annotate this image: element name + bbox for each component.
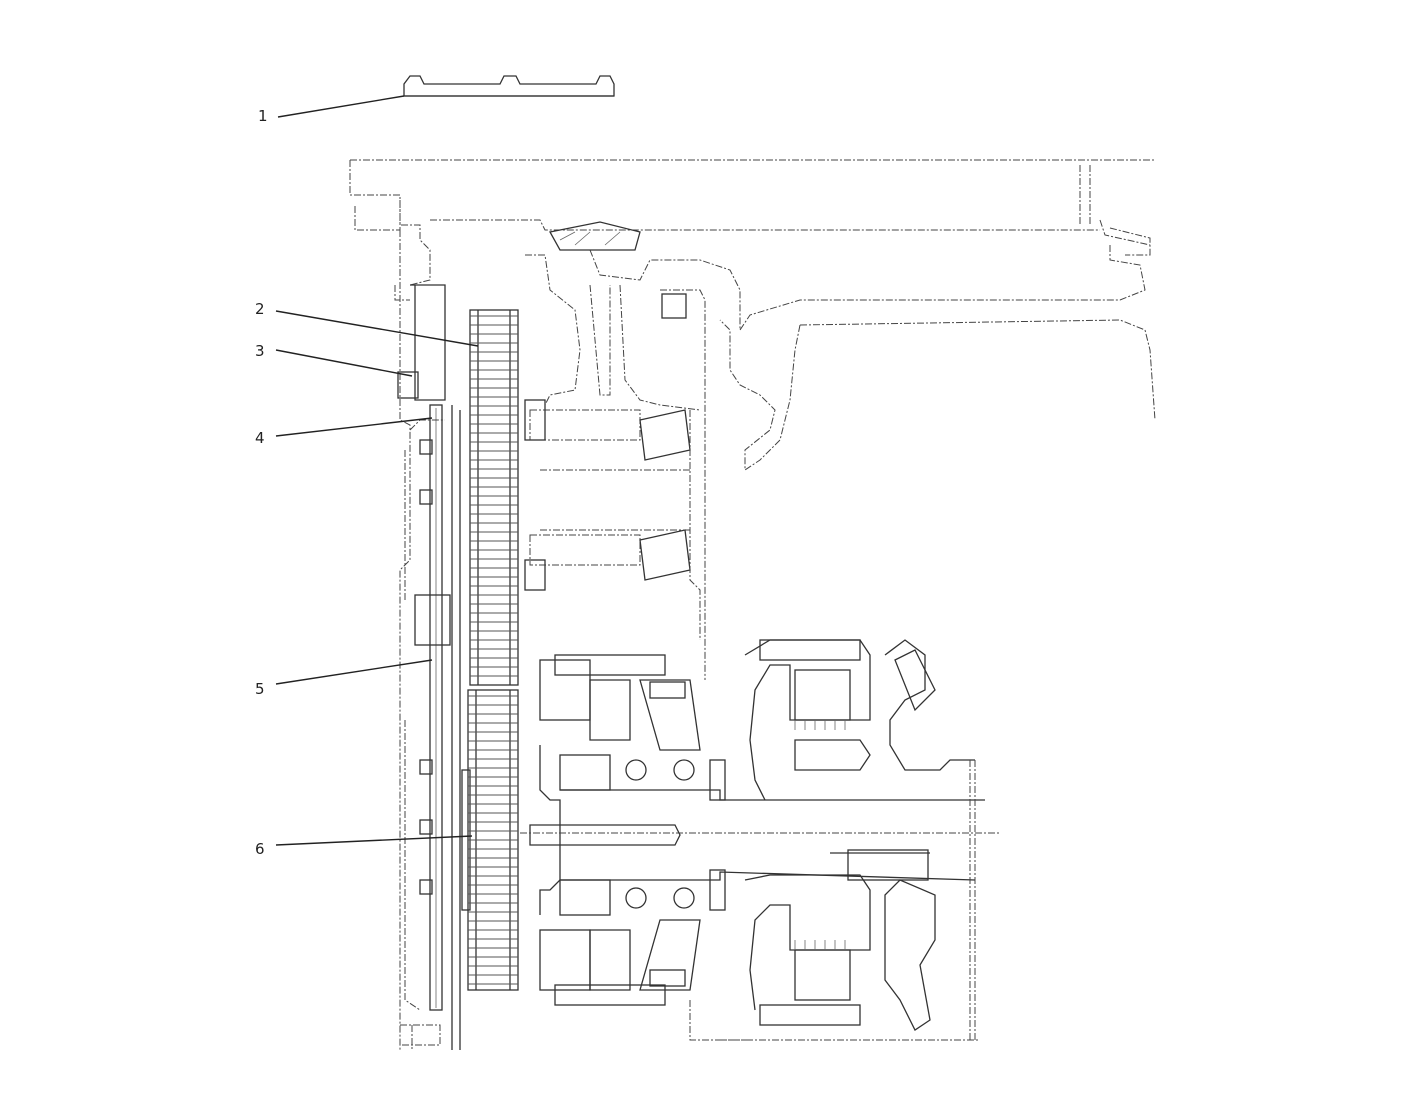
leader-6 bbox=[275, 835, 473, 846]
callout-label-1: 1 bbox=[258, 107, 268, 125]
callout-label-3: 3 bbox=[255, 342, 265, 360]
lower-spur-gear-part-6 bbox=[461, 689, 519, 991]
leader-3 bbox=[275, 349, 413, 377]
upper-bearing-assembly bbox=[524, 221, 1151, 680]
housing-outline bbox=[349, 159, 1156, 1050]
leader-lines bbox=[275, 95, 479, 846]
clutch-plate-column bbox=[397, 284, 461, 1050]
right-clutch-pack bbox=[720, 639, 980, 1041]
leader-1 bbox=[277, 95, 405, 118]
callout-label-6: 6 bbox=[255, 840, 265, 858]
leader-4 bbox=[275, 417, 433, 437]
main-shaft-assembly bbox=[520, 654, 1000, 1041]
callout-label-4: 4 bbox=[255, 429, 265, 447]
large-spur-gear-part-2 bbox=[469, 309, 519, 686]
leader-5 bbox=[275, 659, 433, 685]
callout-label-2: 2 bbox=[255, 300, 265, 318]
cover-plate-part-1 bbox=[403, 75, 615, 97]
callout-label-5: 5 bbox=[255, 680, 265, 698]
leader-2 bbox=[275, 310, 479, 347]
